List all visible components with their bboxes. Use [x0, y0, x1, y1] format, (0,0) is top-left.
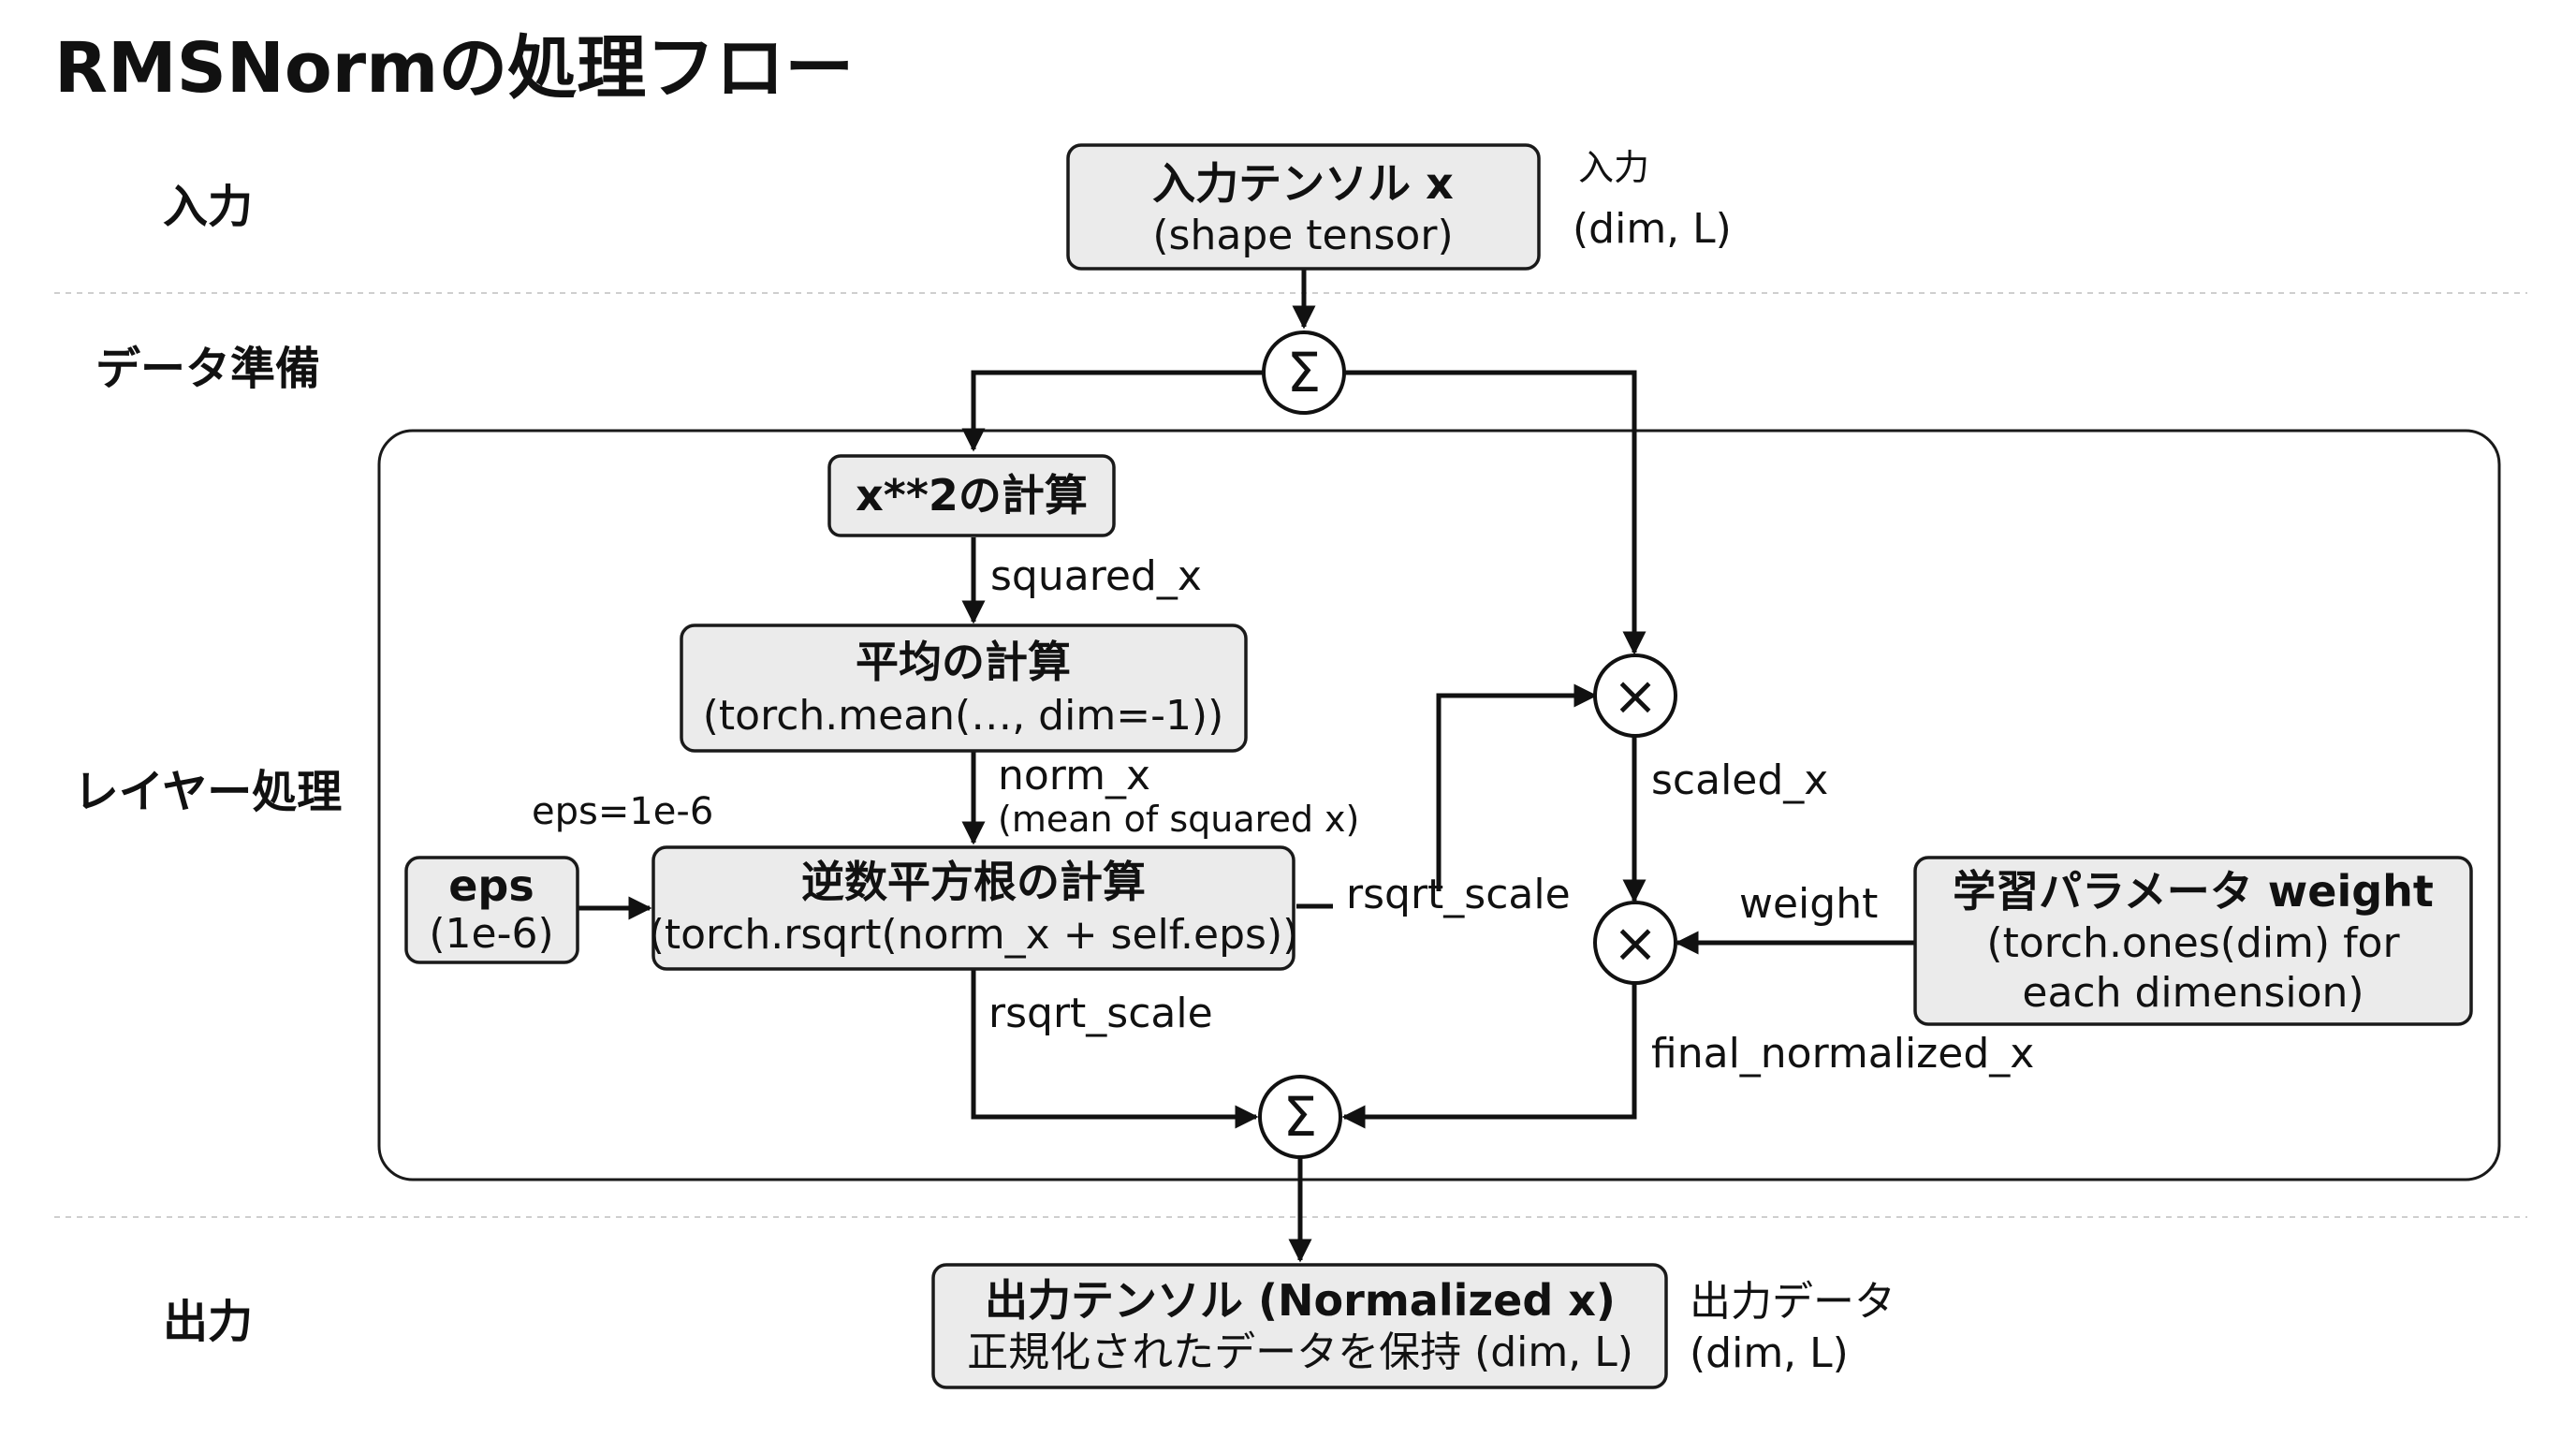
input-tensor-title: 入力テンソル x — [1152, 158, 1454, 209]
multiply-node-bottom: × — [1593, 901, 1677, 985]
edge-rsqrt-to-multiply — [1436, 683, 1598, 891]
sum-node-bottom: Σ — [1258, 1075, 1342, 1159]
edge-sum-to-square — [961, 370, 1263, 452]
multiply-node-top: × — [1593, 653, 1677, 738]
edge-label-rsqrt-scale-down: rsqrt_scale — [988, 990, 1213, 1037]
multiply-icon: × — [1613, 911, 1659, 975]
edge-label-norm-x: norm_x — [998, 752, 1150, 800]
section-label-layer: レイヤー処理 — [74, 766, 343, 818]
output-tensor-title: 出力テンソル (Normalized x) — [985, 1275, 1616, 1326]
input-note-label: 入力 — [1578, 147, 1649, 188]
mean-node: 平均の計算 (torch.mean(…, dim=-1)) — [680, 624, 1248, 753]
square-title: x**2の計算 — [856, 470, 1088, 521]
eps-title: eps — [448, 860, 534, 911]
output-tensor-subtitle: 正規化されたデータを保持 (dim, L) — [967, 1328, 1633, 1376]
weight-subtitle-line2: each dimension) — [2022, 969, 2364, 1017]
section-label-data-prep: データ準備 — [95, 343, 320, 395]
page-title: RMSNormの処理フロー — [54, 28, 854, 109]
eps-node: eps (1e-6) — [404, 856, 579, 964]
rsqrt-subtitle: (torch.rsqrt(norm_x + self.eps)) — [649, 911, 1299, 959]
multiply-icon: × — [1613, 664, 1659, 727]
edge-label-scaled-x: scaled_x — [1651, 756, 1828, 804]
weight-node: 学習パラメータ weight (torch.ones(dim) for each… — [1913, 856, 2473, 1026]
edge-sum-to-multiply — [1345, 370, 1647, 655]
square-node: x**2の計算 — [827, 454, 1116, 537]
input-tensor-node: 入力テンソル x (shape tensor) — [1066, 143, 1541, 271]
input-note-shape: (dim, L) — [1573, 205, 1732, 253]
edge-label-weight: weight — [1739, 880, 1878, 928]
edge-label-rsqrt-scale-right: rsqrt_scale — [1346, 871, 1571, 918]
edge-label-norm-x-detail: (mean of squared x) — [998, 799, 1359, 840]
rsqrt-title: 逆数平方根の計算 — [801, 857, 1146, 907]
edge-rsqrt-to-sum — [971, 970, 1259, 1129]
output-note-shape: (dim, L) — [1690, 1329, 1849, 1377]
mean-subtitle: (torch.mean(…, dim=-1)) — [703, 692, 1224, 740]
edge-label-final-normalized-x: final_normalized_x — [1651, 1030, 2034, 1078]
mean-title: 平均の計算 — [856, 637, 1071, 687]
weight-subtitle-line1: (torch.ones(dim) for — [1986, 919, 2400, 967]
eps-value-note: eps=1e-6 — [532, 790, 713, 833]
section-label-input: 入力 — [163, 181, 253, 233]
edge-label-squared-x: squared_x — [990, 552, 1202, 600]
layer-processing-group — [377, 429, 2501, 1181]
sum-icon: Σ — [1287, 341, 1322, 404]
output-note-label: 出力データ — [1690, 1278, 1895, 1326]
sum-node-top: Σ — [1262, 330, 1346, 415]
section-label-output: 出力 — [163, 1296, 253, 1348]
edge-multiply-to-sum — [1341, 984, 1637, 1129]
output-tensor-node: 出力テンソル (Normalized x) 正規化されたデータを保持 (dim,… — [931, 1263, 1668, 1389]
eps-subtitle: (1e-6) — [429, 910, 553, 958]
input-tensor-subtitle: (shape tensor) — [1152, 212, 1453, 259]
sum-icon: Σ — [1283, 1085, 1318, 1149]
rsqrt-node: 逆数平方根の計算 (torch.rsqrt(norm_x + self.eps)… — [649, 845, 1299, 971]
weight-title: 学習パラメータ weight — [1953, 866, 2434, 917]
